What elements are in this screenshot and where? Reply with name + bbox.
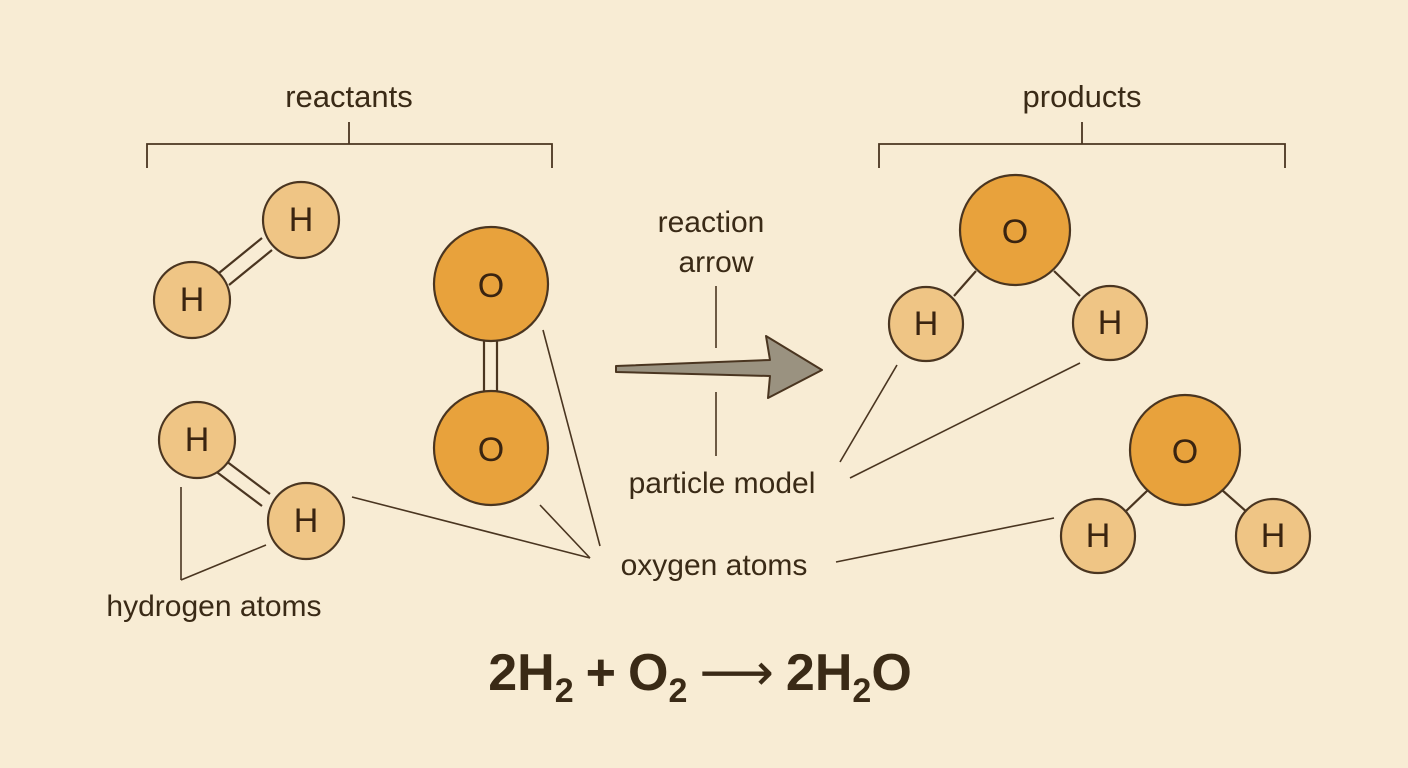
particle-model-leader-2 bbox=[849, 362, 1081, 479]
hydrogen-atom bbox=[887, 285, 965, 363]
particle-model-leader-1 bbox=[839, 364, 898, 463]
hydrogen-atom bbox=[152, 260, 232, 340]
hydrogen-symbol: H bbox=[180, 281, 205, 319]
leader-lines bbox=[180, 329, 1081, 581]
h2-bond-1a bbox=[218, 237, 263, 274]
hydrogen-symbol: H bbox=[294, 502, 319, 540]
hydrogen-atom bbox=[261, 180, 341, 260]
chemical-equation: 2H2+O2⟶2H2O bbox=[488, 644, 912, 710]
h2o-1-bond-right bbox=[1053, 270, 1081, 297]
hydrogen-atom bbox=[1071, 284, 1149, 362]
particle-model-label: particle model bbox=[629, 467, 816, 500]
h2-bond-2a bbox=[221, 457, 271, 495]
water-molecule-1: O H H bbox=[887, 173, 1149, 363]
h2o-1-bond-left bbox=[953, 270, 977, 297]
oxygen-atom bbox=[1128, 393, 1242, 507]
equation-water-oxygen: O bbox=[871, 644, 911, 702]
oxygen-leader-right bbox=[835, 517, 1055, 563]
equation-coefficient-h2o: 2 bbox=[786, 644, 815, 702]
hydrogen-atom bbox=[1059, 497, 1137, 575]
h2-bond-1b bbox=[228, 249, 273, 286]
hydrogen-atom bbox=[266, 481, 346, 561]
reaction-arrow-label-line2: arrow bbox=[678, 246, 753, 279]
oxygen-leader-hydrogen bbox=[351, 496, 591, 559]
reaction-arrow-label-line1: reaction bbox=[658, 206, 765, 239]
oxygen-atom bbox=[432, 225, 550, 343]
oxygen-leader-upper-o bbox=[542, 329, 601, 547]
oxygen-symbol: O bbox=[1002, 213, 1028, 251]
equation-subscript-h2o: 2 bbox=[852, 672, 871, 710]
oxygen-atoms-label: oxygen atoms bbox=[621, 549, 808, 582]
hydrogen-symbol: H bbox=[185, 421, 210, 459]
hydrogen-leader-diagonal bbox=[180, 544, 267, 581]
hydrogen-molecule-1: H H bbox=[152, 180, 341, 340]
equation-hydrogen: H bbox=[517, 644, 555, 702]
water-molecule-2: O H H bbox=[1059, 393, 1312, 575]
hydrogen-molecule-2: H H bbox=[157, 400, 346, 561]
hydrogen-symbol: H bbox=[289, 201, 314, 239]
hydrogen-symbol: H bbox=[1098, 304, 1123, 342]
equation-subscript-o2: 2 bbox=[668, 672, 687, 710]
oxygen-symbol: O bbox=[478, 431, 504, 469]
products-label: products bbox=[1023, 79, 1142, 114]
equation-plus: + bbox=[586, 644, 616, 702]
oxygen-leader-lower-o bbox=[539, 504, 591, 559]
oxygen-atom bbox=[432, 389, 550, 507]
oxygen-molecule: O O bbox=[432, 225, 550, 507]
oxygen-symbol: O bbox=[478, 267, 504, 305]
h2o-2-bond-left bbox=[1123, 489, 1149, 514]
h2o-2-bond-right bbox=[1221, 489, 1249, 514]
hydrogen-symbol: H bbox=[914, 305, 939, 343]
reactants-label: reactants bbox=[285, 79, 413, 114]
oxygen-symbol: O bbox=[1172, 433, 1198, 471]
oxygen-atom bbox=[958, 173, 1072, 287]
equation-subscript-h2: 2 bbox=[555, 672, 574, 710]
equation-water-hydrogen: H bbox=[815, 644, 853, 702]
equation-oxygen: O bbox=[628, 644, 668, 702]
hydrogen-atom bbox=[157, 400, 237, 480]
hydrogen-symbol: H bbox=[1086, 517, 1111, 555]
reaction-arrow bbox=[615, 335, 823, 399]
h2-bond-2b bbox=[213, 469, 263, 507]
hydrogen-atom bbox=[1234, 497, 1312, 575]
hydrogen-atoms-label: hydrogen atoms bbox=[106, 590, 321, 623]
equation-coefficient-h2: 2 bbox=[488, 644, 517, 702]
products-bracket bbox=[878, 122, 1286, 168]
equation-arrow: ⟶ bbox=[699, 644, 774, 702]
reactants-bracket bbox=[146, 122, 553, 168]
hydrogen-symbol: H bbox=[1261, 517, 1286, 555]
